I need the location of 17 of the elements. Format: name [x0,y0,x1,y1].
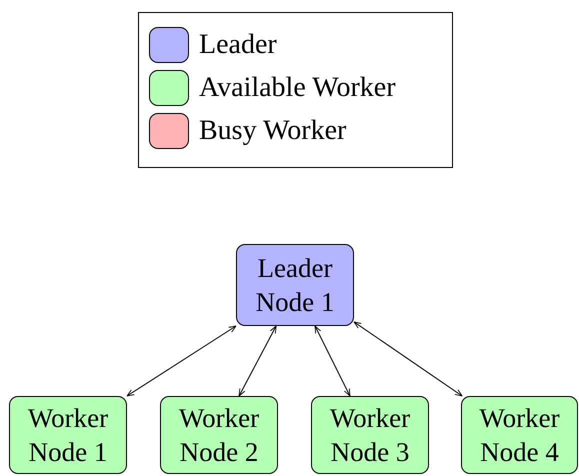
node-box [311,396,429,474]
legend-label: Leader [199,28,277,62]
node-box [160,396,278,474]
node-box [9,396,127,474]
node-label: Leader Node 1 [254,252,336,319]
arrow [314,326,350,396]
node-label: Worker Node 3 [328,402,412,469]
arrow [126,326,236,396]
node-label: Worker Node 2 [178,402,260,469]
legend-label: Busy Worker [199,114,346,148]
arrow [354,321,463,396]
node-label: Worker Node 1 [26,402,110,469]
node-box [236,244,354,326]
node-box [461,396,578,474]
node-label: Worker Node 4 [478,402,561,469]
arrow [238,326,277,396]
legend-label: Available Worker [199,71,396,105]
